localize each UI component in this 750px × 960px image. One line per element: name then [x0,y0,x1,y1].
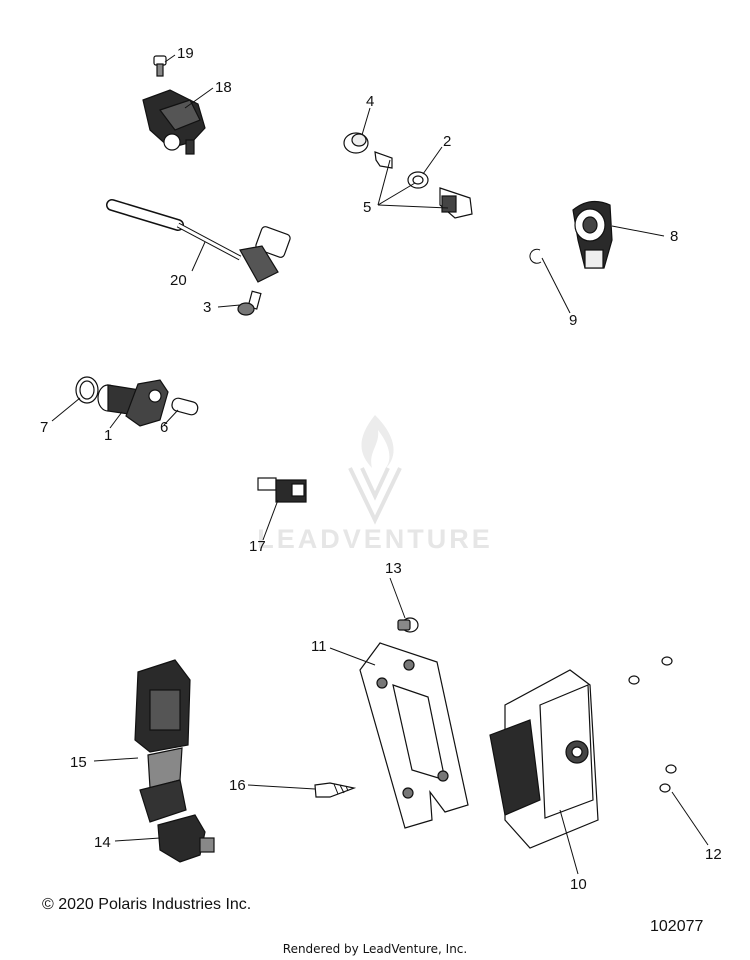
part-7-o-ring [75,376,99,404]
part-13-bolt [397,617,419,633]
callout-12: 12 [705,846,722,863]
callout-7: 7 [40,419,48,436]
callout-5: 5 [363,199,371,216]
callout-20: 20 [170,272,187,289]
part-9-clip [529,248,542,264]
part-5-temp-sensor [439,187,473,219]
callout-3: 3 [203,299,211,316]
copyright-notice: © 2020 Polaris Industries Inc. [42,896,252,913]
part-6-spacer [171,397,199,416]
part-17-temp-sensor [257,477,307,503]
part-19-bolt [153,55,167,77]
part-3-bolt [237,290,262,316]
part-8-knock-sensor [572,200,613,269]
part-14-switch [157,814,215,863]
callout-2: 2 [443,133,451,150]
part-18-map-sensor [142,89,206,155]
callout-17: 17 [249,538,266,555]
callout-19: 19 [177,45,194,62]
part-16-screw [314,782,357,798]
callout-14: 14 [94,834,111,851]
part-10-ecu [489,669,599,849]
callout-15: 15 [70,754,87,771]
part-20-speed-sensor [106,199,291,283]
callout-9: 9 [569,312,577,329]
callout-16: 16 [229,777,246,794]
leader-lines [51,54,709,875]
callout-18: 18 [215,79,232,96]
callout-1: 1 [104,427,112,444]
part-15-module [134,659,191,823]
part-2-washer [407,171,429,189]
callout-numbers: 19 18 4 2 5 8 9 20 3 7 1 6 17 13 11 15 1… [40,45,722,893]
leadventure-watermark: LEADVENTURE [257,415,493,554]
diagram-number: 102077 [650,918,704,935]
part-1-cam-sensor [97,379,169,427]
part-4-cap [343,132,369,154]
callout-10: 10 [570,876,587,893]
part-11-bracket [359,642,469,829]
rendered-by-note: Rendered by LeadVenture, Inc. [282,942,468,956]
callout-4: 4 [366,93,374,110]
callout-13: 13 [385,560,402,577]
part-12-fasteners [628,656,677,793]
callout-8: 8 [670,228,678,245]
leadventure-logo-icon [348,415,402,525]
part-5-clip [374,151,393,169]
callout-6: 6 [160,419,168,436]
watermark-text: LEADVENTURE [257,524,493,554]
callout-11: 11 [311,638,327,655]
